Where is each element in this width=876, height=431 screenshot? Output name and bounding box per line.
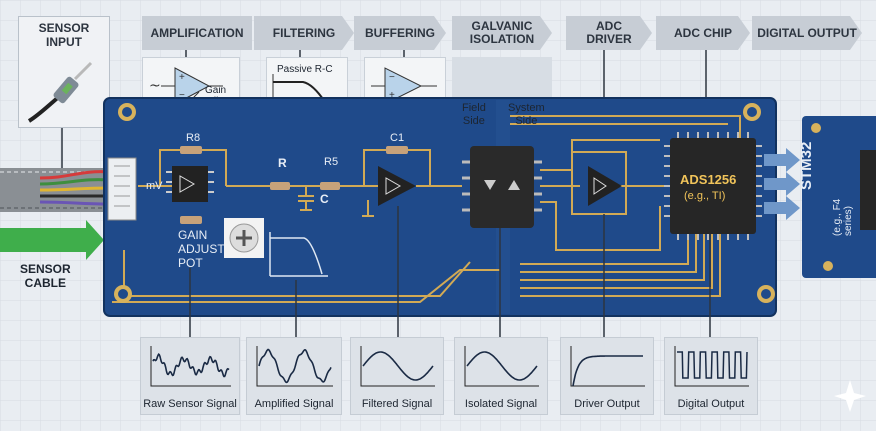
buffer-amp [378, 166, 416, 206]
waveform-label: Isolated Signal [464, 398, 538, 410]
label-field-side: Field Side [462, 102, 486, 127]
sensor-cable-arrow [0, 220, 104, 260]
waveform-trace [466, 351, 538, 381]
sensor-cable [0, 168, 112, 212]
isolator-ic [462, 146, 542, 228]
amplifier-ic [166, 166, 214, 202]
adc-ic [664, 132, 762, 240]
gain-rolloff-graph [269, 232, 328, 277]
stage-digital-output: DIGITAL OUTPUT [752, 16, 862, 50]
stage-filtering-label: FILTERING [272, 25, 336, 40]
adc-driver-amp [571, 151, 627, 215]
sensor-probe-icon [27, 61, 93, 123]
stage-adc-chip-label: ADC CHIP [673, 25, 732, 40]
sensor-cable-label: SENSOR CABLE [20, 262, 71, 290]
label-r5: R5 [324, 156, 339, 168]
svg-text:+: + [179, 72, 185, 83]
waveform-card-filtered: Filtered Signal [350, 337, 444, 415]
waveform-label: Raw Sensor Signal [143, 398, 237, 410]
sensor-input-card: SENSOR INPUT [18, 16, 110, 128]
stage-buffering-label: BUFFERING [365, 25, 435, 40]
waveform-card-amplified: Amplified Signal [246, 337, 342, 415]
resistor-r5 [320, 182, 340, 190]
gain-adjust-pot [224, 218, 264, 258]
label-mv: mV [146, 180, 163, 192]
waveform-label: Filtered Signal [361, 398, 433, 410]
stage-galvanic-isolation: GALVANIC ISOLATION [452, 16, 552, 50]
raw-signal-waveform [150, 346, 231, 387]
waveform-label: Amplified Signal [254, 398, 334, 410]
waveform-card-digital: Digital Output [664, 337, 758, 415]
filtered-signal-waveform [360, 346, 435, 387]
waveform-card-isolated: Isolated Signal [454, 337, 548, 415]
mcu-sub: (e.g., F4 series) [832, 198, 854, 236]
stage-adc-driver-label: ADC DRIVER [586, 19, 632, 46]
waveform-trace [572, 355, 643, 387]
stage-buffering: BUFFERING [354, 16, 446, 50]
isolated-signal-waveform [464, 346, 539, 387]
label-c1: C1 [390, 132, 405, 144]
mcu-board [802, 116, 876, 278]
sparkle-icon [834, 380, 866, 412]
svg-text:+: + [389, 90, 395, 101]
adc-sub: (e.g., TI) [684, 190, 726, 202]
stage-digital-output-label: DIGITAL OUTPUT [757, 25, 857, 40]
ground-symbol [362, 200, 374, 217]
waveform-trace [362, 351, 434, 381]
driver-output-waveform [570, 346, 645, 387]
label-r: R [278, 156, 287, 170]
waveform-pointers [189, 206, 711, 337]
sensor-input-title: SENSOR INPUT [38, 21, 90, 49]
passive-rc-label: Passive R-C [277, 64, 333, 75]
buffer-amp-icon: − + [371, 67, 437, 105]
stage-adc-chip: ADC CHIP [656, 16, 750, 50]
waveform-label: Digital Output [677, 398, 745, 410]
capacitor-c1 [386, 146, 408, 154]
waveform-card-raw: Raw Sensor Signal [140, 337, 240, 415]
waveform-trace [258, 348, 332, 384]
svg-text:−: − [179, 90, 185, 101]
stage-adc-driver: ADC DRIVER [566, 16, 652, 50]
capacitor-c-symbol [298, 186, 314, 211]
stage-amplification-label: AMPLIFICATION [150, 25, 244, 40]
resistor-r8 [180, 146, 202, 154]
input-connector [107, 157, 137, 221]
adc-name: ADS1256 [680, 172, 737, 187]
mcu-name: STM32 [798, 141, 815, 190]
svg-text:−: − [389, 72, 395, 83]
stage-amplification: AMPLIFICATION [142, 16, 252, 50]
amplified-signal-waveform [256, 346, 333, 387]
resistor-r [270, 182, 290, 190]
stage-filtering: FILTERING [254, 16, 354, 50]
waveform-label: Driver Output [574, 398, 640, 410]
label-c: C [320, 192, 329, 206]
waveform-trace [152, 353, 230, 378]
label-system-side: System Side [508, 102, 545, 127]
waveform-trace [677, 351, 748, 379]
mounting-holes [114, 103, 775, 303]
resistor-gain [180, 216, 202, 224]
digital-output-waveform [674, 346, 749, 387]
digital-output-arrows [764, 148, 800, 220]
waveform-card-driver: Driver Output [560, 337, 654, 415]
label-gain-adjust-pot: GAIN ADJUST POT [178, 228, 225, 270]
label-r8: R8 [186, 132, 201, 144]
stage-galvanic-isolation-label: GALVANIC ISOLATION [469, 19, 535, 46]
svg-text:~: ~ [149, 78, 161, 94]
